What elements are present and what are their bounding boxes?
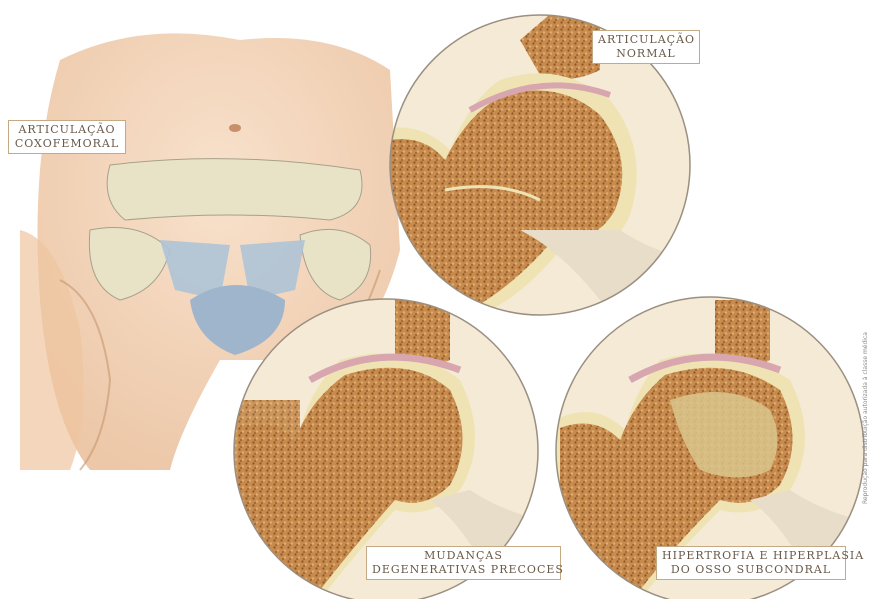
hypertrophy-label: Hipertrofia e hiperplasia do osso subcon… xyxy=(656,546,846,580)
side-note: Reprodução para distribuição autorizada … xyxy=(862,268,886,568)
normal-joint-label: Articulação normal xyxy=(592,30,700,64)
early-degenerative-label-line1: Mudanças xyxy=(372,549,555,563)
hip-joint-label-line2: coxofemoral xyxy=(14,137,120,151)
hip-joint-label-line1: Articulação xyxy=(14,123,120,137)
hypertrophy-label-line1: Hipertrofia e hiperplasia xyxy=(662,549,840,563)
normal-joint-label-line1: Articulação xyxy=(598,33,694,47)
hypertrophy-label-line2: do osso subcondral xyxy=(662,563,840,577)
navel xyxy=(229,124,241,132)
hip-joint-label: Articulação coxofemoral xyxy=(8,120,126,154)
iliac-crest xyxy=(107,159,362,220)
early-degenerative-label: Mudanças degenerativas precoces xyxy=(366,546,561,580)
normal-joint-label-line2: normal xyxy=(598,47,694,61)
early-degenerative-label-line2: degenerativas precoces xyxy=(372,563,555,577)
